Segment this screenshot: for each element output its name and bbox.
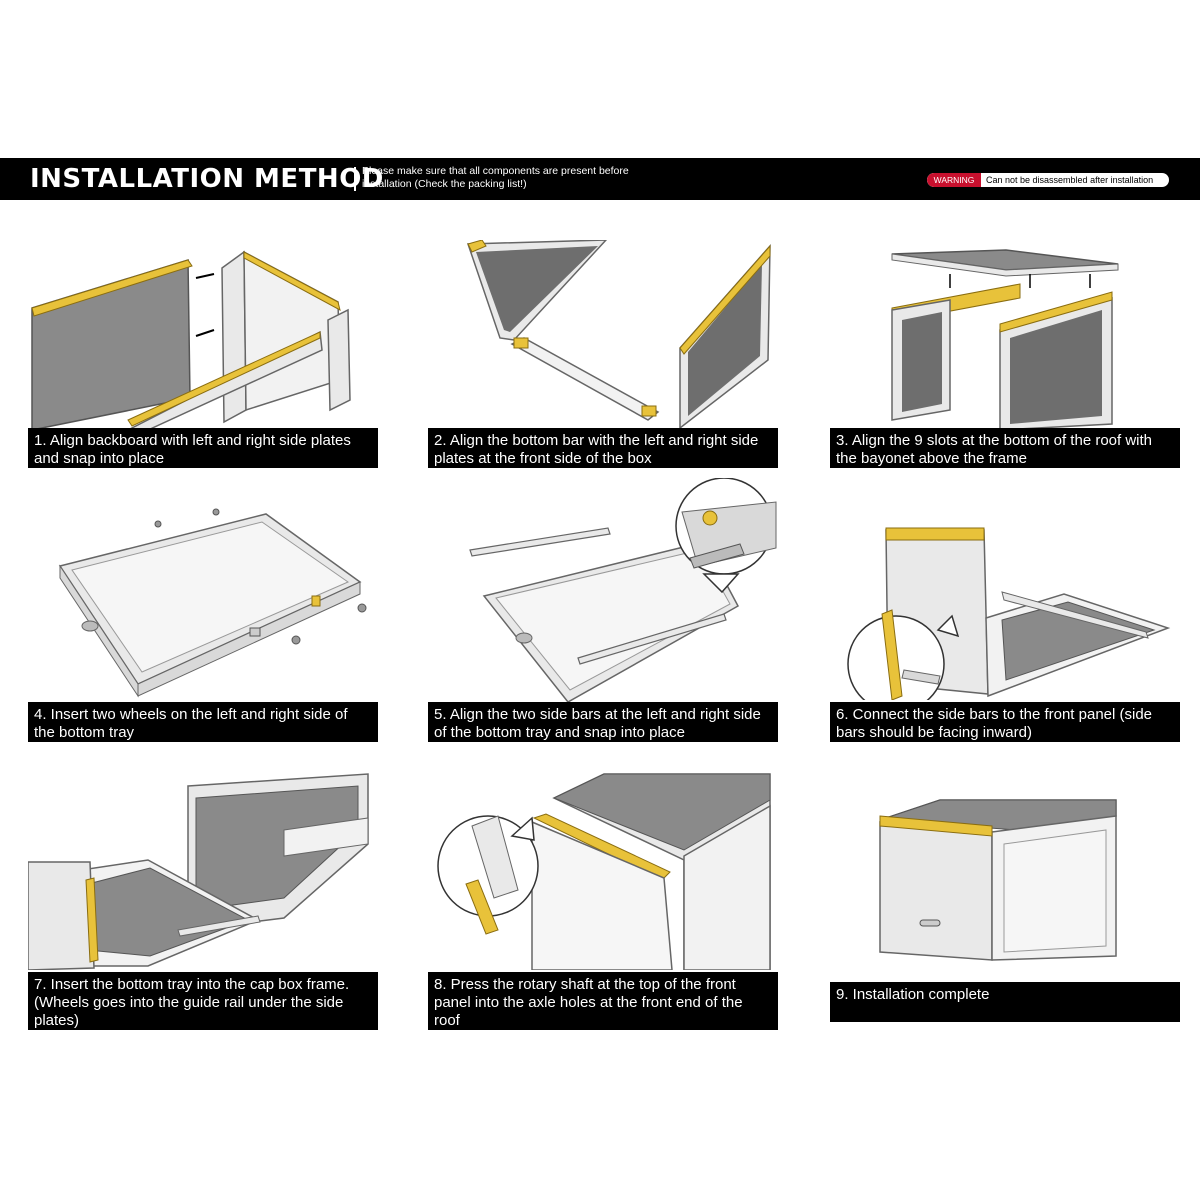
step-7-illustration: [28, 770, 378, 1010]
step-8-illustration: [428, 770, 778, 1010]
step-3: 3. Align the 9 slots at the bottom of th…: [830, 240, 1180, 480]
step-6-illustration: [830, 500, 1180, 740]
page-title: INSTALLATION METHOD: [30, 164, 384, 194]
header-divider: [354, 167, 356, 191]
step-4-illustration: [28, 500, 378, 740]
step-5-caption: 5. Align the two side bars at the left a…: [428, 702, 778, 742]
step-2-caption: 2. Align the bottom bar with the left an…: [428, 428, 778, 468]
step-8: 8. Press the rotary shaft at the top of …: [428, 770, 778, 1030]
step-7: 7. Insert the bottom tray into the cap b…: [28, 770, 378, 1030]
step-9: 9. Installation complete: [830, 770, 1180, 1022]
step-3-illustration: [830, 240, 1180, 480]
step-4-caption: 4. Insert two wheels on the left and rig…: [28, 702, 378, 742]
header-note: Please make sure that all components are…: [362, 165, 629, 190]
step-6-caption: 6. Connect the side bars to the front pa…: [830, 702, 1180, 742]
step-2-illustration: [428, 240, 778, 480]
warning-badge: WARNING Can not be disassembled after in…: [927, 173, 1169, 187]
step-7-caption: 7. Insert the bottom tray into the cap b…: [28, 972, 378, 1030]
step-1-illustration: [28, 240, 378, 480]
step-1: 1. Align backboard with left and right s…: [28, 240, 378, 480]
step-5-illustration: [428, 478, 778, 718]
step-2: 2. Align the bottom bar with the left an…: [428, 240, 778, 480]
warning-tag: WARNING: [927, 173, 981, 187]
step-1-caption: 1. Align backboard with left and right s…: [28, 428, 378, 468]
step-8-caption: 8. Press the rotary shaft at the top of …: [428, 972, 778, 1030]
step-3-caption: 3. Align the 9 slots at the bottom of th…: [830, 428, 1180, 468]
step-5: 5. Align the two side bars at the left a…: [428, 478, 778, 742]
step-9-illustration: [830, 770, 1180, 1010]
step-6: 6. Connect the side bars to the front pa…: [830, 500, 1180, 742]
step-9-caption: 9. Installation complete: [830, 982, 1180, 1022]
step-4: 4. Insert two wheels on the left and rig…: [28, 500, 378, 742]
header-bar: INSTALLATION METHOD Please make sure tha…: [0, 158, 1200, 200]
warning-text: Can not be disassembled after installati…: [986, 175, 1154, 185]
